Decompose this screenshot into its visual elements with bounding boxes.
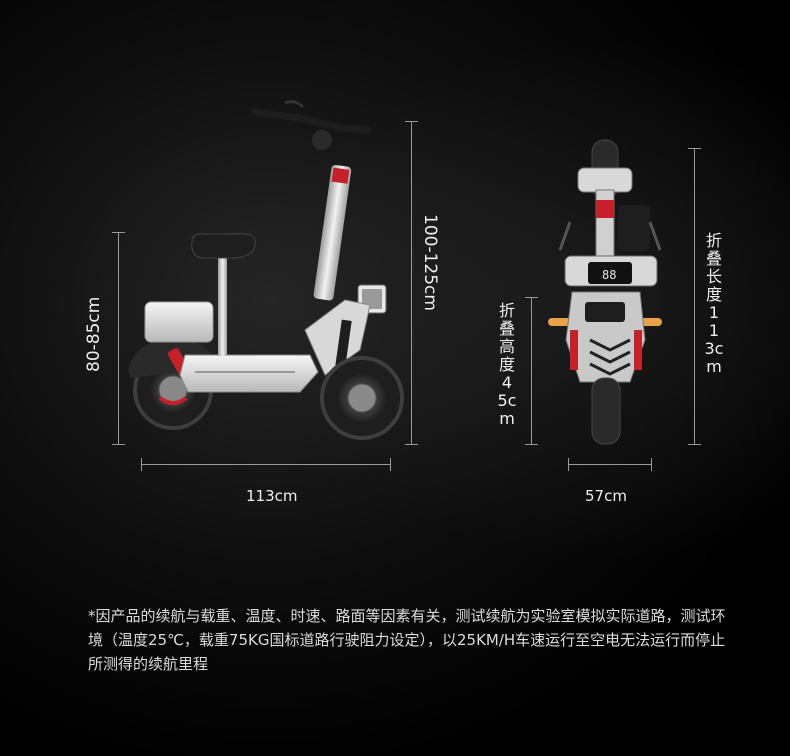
folded-height-line: [531, 297, 532, 444]
front-body: [304, 299, 371, 376]
dashboard-speed: 88: [602, 268, 616, 282]
seat-height-label: 80-85cm: [84, 296, 104, 372]
width-label: 57cm: [585, 487, 627, 505]
width-tick-left: [568, 458, 569, 471]
width-tick-right: [651, 458, 652, 471]
range-footnote: *因产品的续航与载重、温度、时速、路面等因素有关，测试续航为实验室模拟实际道路，…: [88, 607, 726, 673]
storage-box: [144, 301, 214, 343]
rear-view-handlebar: [577, 167, 633, 193]
folded-length-tick-top: [688, 148, 701, 149]
seat: [191, 233, 256, 259]
width-line: [568, 464, 651, 465]
total-height-line: [411, 121, 412, 444]
length-tick-left: [141, 458, 142, 471]
front-wheel: [320, 356, 404, 440]
deck: [179, 354, 319, 393]
handlebar: [251, 108, 372, 134]
folded-length-line: [694, 148, 695, 444]
folded-height-tick-top: [525, 297, 538, 298]
seat-height-line: [118, 232, 119, 444]
total-height-tick-top: [405, 121, 418, 122]
length-label: 113cm: [246, 487, 298, 505]
length-tick-right: [390, 458, 391, 471]
length-line: [141, 464, 390, 465]
folded-height-tick-bottom: [525, 444, 538, 445]
folded-length-label: 折叠长度113cm: [704, 231, 724, 376]
steering-stem: [313, 164, 352, 301]
seat-height-tick-bottom: [112, 444, 125, 445]
folded-height-label: 折叠高度45cm: [497, 301, 517, 428]
total-height-label: 100-125cm: [420, 214, 440, 311]
seat-height-tick-top: [112, 232, 125, 233]
rear-view-bottom-tire: [591, 377, 621, 445]
seat-post: [218, 258, 227, 356]
total-height-tick-bottom: [405, 444, 418, 445]
folded-length-tick-bottom: [688, 444, 701, 445]
